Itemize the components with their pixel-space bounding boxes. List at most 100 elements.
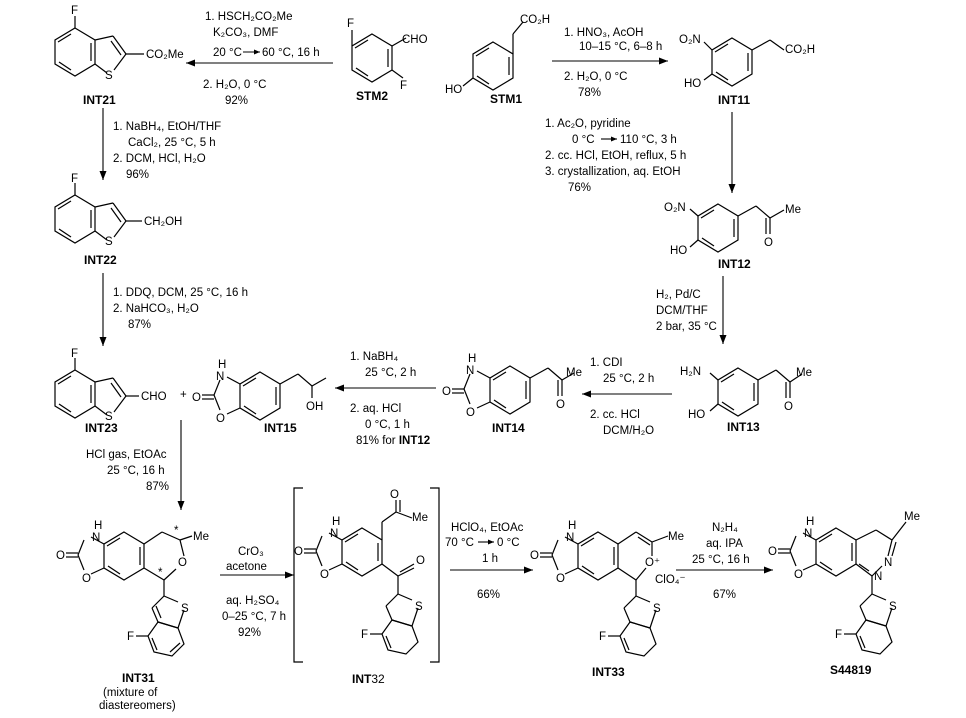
condition-text: HClO₄, EtOAc [451,522,524,534]
aldehyde-group: CHO [402,34,428,46]
sulfur-atom: S [181,603,189,615]
fluorine-atom: F [361,629,368,641]
structure-int33: H N O O O⁺ Me ClO₄⁻ S F [530,520,686,657]
condition-text: 2 bar, 35 °C [656,321,717,333]
condition-text: 1 h [482,553,498,565]
hydroxyl-group: OH [306,401,323,413]
condition-text: DCM/H₂O [603,425,654,437]
structure-int14: H N O O Me O [442,353,582,419]
condition-text: 1. DDQ, DCM, 25 °C, 16 h [113,287,248,299]
condition-text: 67% [713,589,736,601]
sulfur-atom: S [105,411,113,423]
sulfur-atom: S [415,601,423,613]
sulfur-atom: S [105,70,113,82]
condition-text: 1. HSCH₂CO₂Me [205,11,293,23]
plus-sign: + [180,389,187,401]
methyl-group: Me [668,531,684,543]
label-int32: INT32 [352,672,385,686]
label-int13: INT13 [727,420,760,434]
condition-text: 25 °C, 16 h [692,554,750,566]
ketone-oxygen: O [390,489,399,501]
hydroxyl-group: HO [670,245,687,257]
condition-text: 1. NaBH₄ [350,351,398,363]
condition-text: 25 °C, 2 h [365,367,416,379]
condition-text: 110 °C, 3 h [620,134,677,146]
condition-text: aq. IPA [706,538,743,550]
hydroxyl-group: HO [445,84,462,96]
ring-oxygen: O [216,413,225,425]
nitro-group: O₂N [679,34,701,46]
nitrogen-atom: N [216,371,224,383]
label-int12: INT12 [718,257,751,271]
condition-text: 66% [477,589,500,601]
methyl-group: Me [412,512,428,524]
structure-int11: O₂N CO₂H HO [679,34,815,90]
ring-oxygen: O [466,407,475,419]
condition-text: aq. H₂SO₄ [226,595,280,607]
condition-text: 60 °C, 16 h [262,47,320,59]
condition-text: 1. CDI [590,357,623,369]
condition-text: 2. cc. HCl, EtOH, reflux, 5 h [545,150,686,162]
nh-hydrogen: H [468,353,476,365]
condition-text: 0 °C, 1 h [365,419,410,431]
nh-hydrogen: H [568,520,576,532]
fluorine-atom: F [71,173,78,185]
pyran-oxygen: O [178,557,187,569]
structure-int21: F S CO₂Me [54,5,184,82]
structure-int13: H₂N Me O HO [680,366,812,421]
structure-s44819: H N O O Me N N S F [768,511,920,655]
label-int31-note: (mixture of [103,687,158,699]
nh-hydrogen: H [218,359,226,371]
structure-int23: F S CHO [54,348,167,423]
structure-int22: F S CH₂OH [54,173,182,248]
label-int23: INT23 [85,421,118,435]
label-int22: INT22 [84,253,117,267]
ring-oxygen: O [320,569,329,581]
sulfur-atom: S [105,236,113,248]
condition-text: 10–15 °C, 6–8 h [579,41,662,53]
nitrogen-atom: N [92,532,100,544]
fluorine-atom: F [71,348,78,360]
reaction-conditions: 1. HSCH₂CO₂Me K₂CO₃, DMF 20 °C 60 °C, 16… [86,11,750,639]
condition-text: CaCl₂, 25 °C, 5 h [128,137,216,149]
ketone-oxygen: O [416,555,425,567]
methyl-group: Me [566,367,582,379]
structure-int32: H N O O O Me O S F [294,489,428,655]
condition-text: 2. cc. HCl [590,409,640,421]
carbonyl-oxygen: O [56,550,65,562]
fluorine-atom: F [347,18,354,30]
condition-text: 70 °C [445,537,474,549]
nitrogen-atom: N [566,532,574,544]
ketone-oxygen: O [556,399,565,411]
stereocenter-mark: * [158,567,163,579]
condition-text: K₂CO₃, DMF [213,27,278,39]
label-int14: INT14 [492,421,525,435]
condition-text: 2. H₂O, 0 °C [564,71,627,83]
condition-text: 3. crystallization, aq. EtOH [545,166,681,178]
carbonyl-oxygen: O [442,386,451,398]
perchlorate-counterion: ClO₄⁻ [655,574,686,586]
condition-text: 0 °C [497,537,520,549]
structure-stm2: F CHO F [347,18,428,92]
label-int31-note: diastereomers) [99,700,176,712]
label-stm1: STM1 [490,92,522,106]
nh-hydrogen: H [332,516,340,528]
nh-hydrogen: H [806,516,814,528]
methyl-group: Me [904,511,920,523]
structure-int12: O₂N Me O HO [664,202,801,257]
condition-text: 2. NaHCO₃, H₂O [113,303,199,315]
condition-text: DCM/THF [656,305,708,317]
condition-text: HCl gas, EtOAc [86,449,167,461]
condition-text: 81% for INT12 [356,435,430,447]
condition-text: 2. H₂O, 0 °C [203,79,266,91]
amino-group: H₂N [680,366,701,378]
stereocenter-mark: * [174,525,179,537]
condition-text: 20 °C [213,47,242,59]
carbonyl-oxygen: O [294,546,303,558]
fluorine-atom: F [400,80,407,92]
ring-oxygen: O [794,569,803,581]
carbonyl-oxygen: O [530,550,539,562]
condition-text: 1. Ac₂O, pyridine [545,118,631,130]
condition-text: 0 °C [572,134,595,146]
